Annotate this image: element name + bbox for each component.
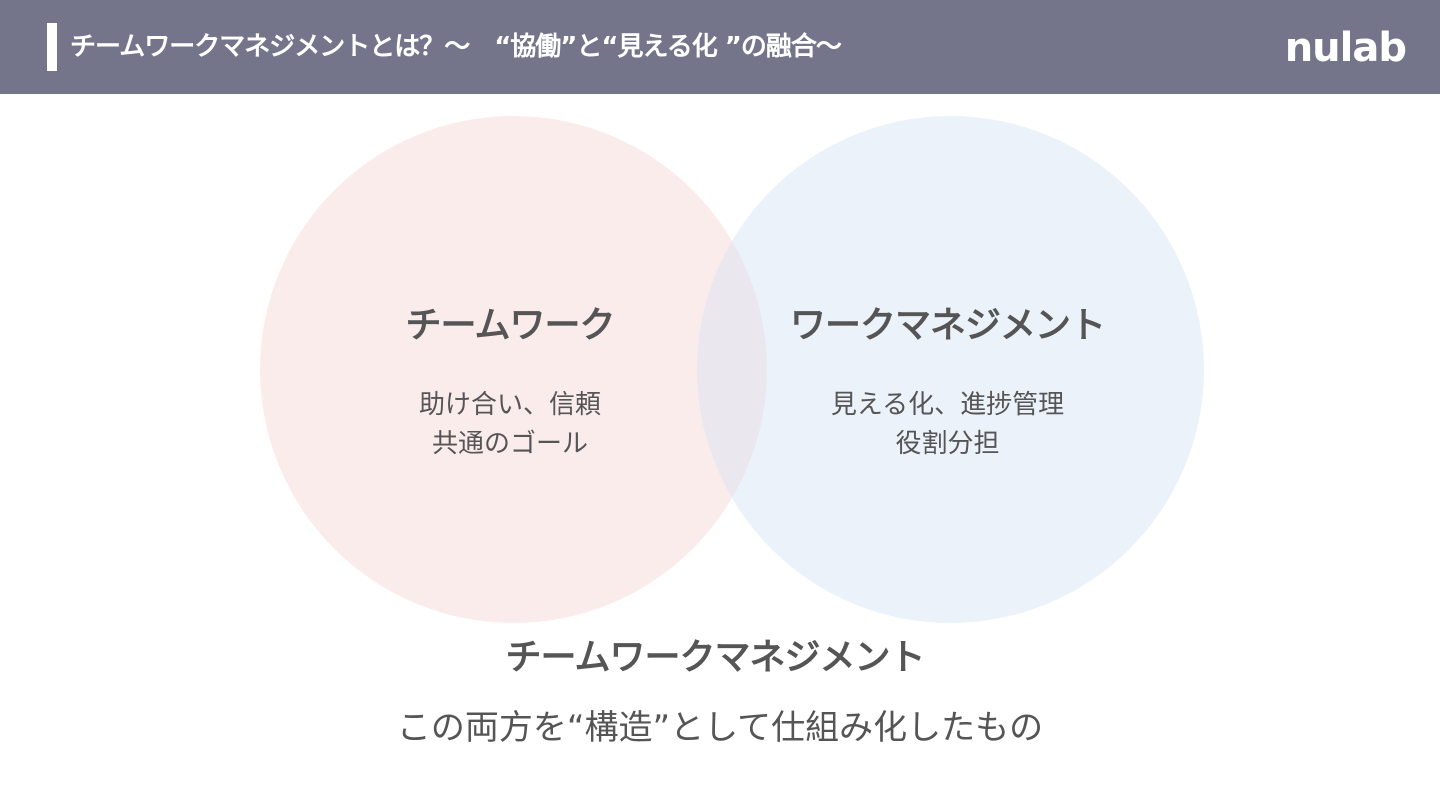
nulab-logo: nulab: [1284, 25, 1407, 71]
header-accent-bar: [47, 23, 57, 71]
work-management-description: 見える化、進捗管理 役割分担: [775, 386, 1120, 464]
summary-title: チームワークマネジメント: [505, 637, 926, 678]
teamwork-description: 助け合い、信頼 共通のゴール: [360, 386, 660, 464]
work-management-desc-line-2: 役割分担: [895, 429, 1000, 459]
work-management-label: ワークマネジメント: [789, 305, 1106, 346]
teamwork-desc-line-2: 共通のゴール: [431, 429, 588, 459]
summary-subtitle: この両方を“構造”として仕組み化したもの: [396, 708, 1044, 748]
page-title: チームワークマネジメントとは？〜 “協働”と“見える化 ”の融合〜: [70, 32, 842, 62]
teamwork-desc-line-1: 助け合い、信頼: [418, 390, 601, 420]
work-management-circle: [697, 116, 1204, 623]
teamwork-label: チームワーク: [405, 305, 616, 346]
work-management-desc-line-1: 見える化、進捗管理: [830, 390, 1065, 420]
teamwork-circle: [260, 116, 767, 623]
header-banner: チームワークマネジメントとは？〜 “協働”と“見える化 ”の融合〜 nulab: [0, 0, 1440, 94]
